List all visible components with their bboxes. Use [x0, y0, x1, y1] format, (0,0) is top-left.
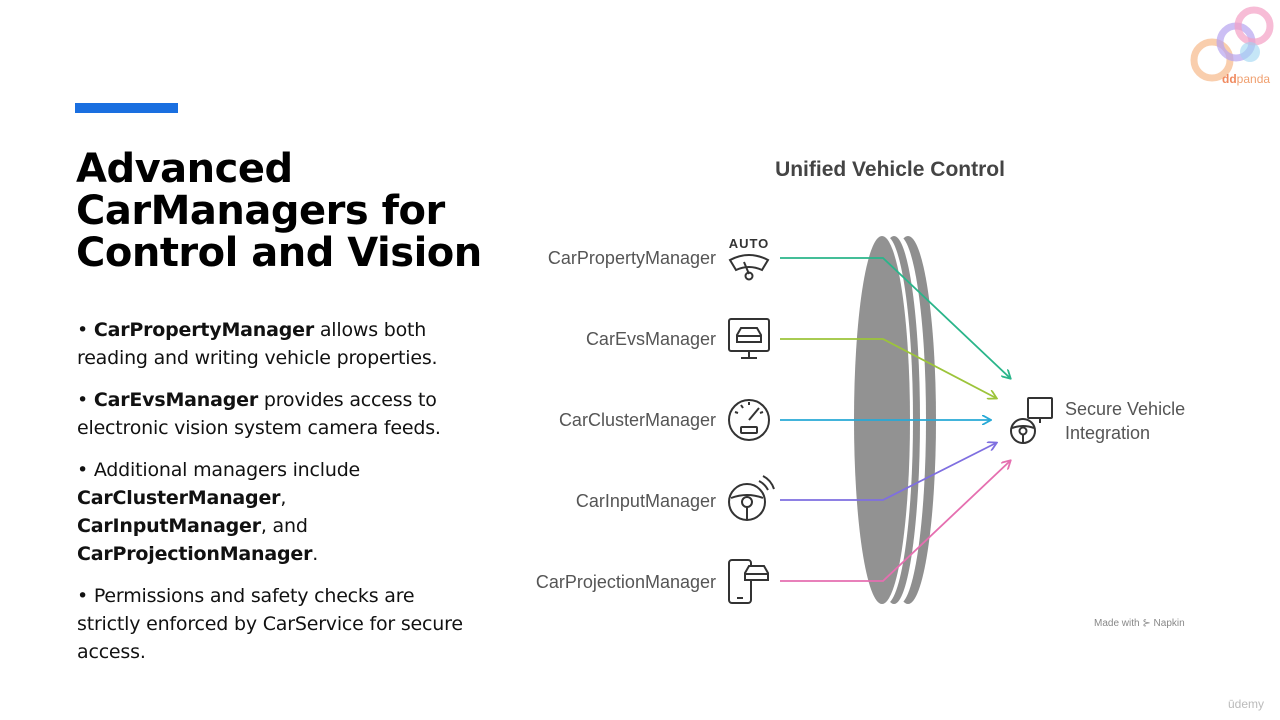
bullet-text: ,	[280, 487, 287, 509]
bullet-bold-term: CarProjectionManager	[77, 543, 313, 565]
wiper-auto-text: AUTO	[729, 236, 770, 251]
monitor-car-icon	[728, 318, 770, 359]
steering-monitor-icon	[1010, 397, 1053, 444]
logo-word: panda	[1236, 72, 1271, 86]
speedometer-icon	[728, 399, 770, 441]
lens-shape	[854, 236, 936, 604]
manager-label-input: CarInputManager	[575, 491, 716, 511]
napkin-text: Napkin	[1153, 618, 1185, 629]
bullet-text: •	[77, 319, 94, 341]
manager-label-projection: CarProjectionManager	[535, 572, 716, 592]
logo-prefix: dd	[1222, 72, 1237, 86]
target-label: Secure Vehicle Integration	[1065, 399, 1186, 443]
connector-property	[780, 257, 1010, 378]
bullet-item: • Permissions and safety checks are stri…	[77, 582, 477, 666]
bullet-list: • CarPropertyManager allows both reading…	[77, 316, 477, 680]
diagram-title: Unified Vehicle Control	[775, 158, 1005, 181]
bullet-bold-term: CarInputManager	[77, 515, 261, 537]
bullet-item: • CarEvsManager provides access to elect…	[77, 386, 477, 442]
bullet-bold-term: CarEvsManager	[93, 389, 259, 411]
bullet-item: • CarPropertyManager allows both reading…	[77, 316, 477, 372]
udemy-watermark: ūdemy	[1228, 697, 1265, 711]
bullet-text: , and	[260, 515, 308, 537]
bullet-item: • Additional managers include CarCluster…	[77, 456, 477, 568]
ddpanda-logo-icon	[1190, 6, 1274, 82]
bullet-text: •	[77, 389, 94, 411]
slide-title: Advanced CarManagers for Control and Vis…	[76, 146, 482, 276]
logo-text: ddpanda	[1222, 72, 1270, 86]
connector-evs	[780, 338, 996, 398]
napkin-icon: ⊱	[1142, 618, 1151, 629]
made-with-text: Made with	[1094, 618, 1140, 629]
wiper-auto-icon: AUTO	[728, 236, 770, 281]
manager-label-property: CarPropertyManager	[547, 248, 716, 268]
bullet-text: • Permissions and safety checks are stri…	[77, 585, 463, 663]
phone-car-icon	[728, 559, 769, 604]
bullet-text: allows both reading and writing vehicle …	[77, 319, 438, 369]
accent-bar	[75, 103, 178, 113]
steering-wheel-signal-icon	[728, 475, 775, 521]
connector-input	[780, 443, 996, 501]
made-with-napkin: Made with ⊱ Napkin	[1094, 618, 1185, 629]
manager-label-cluster: CarClusterManager	[558, 410, 716, 430]
bullet-text: provides access to electronic vision sys…	[77, 389, 441, 439]
manager-label-evs: CarEvsManager	[585, 329, 716, 349]
bullet-text: .	[312, 543, 319, 565]
bullet-text: • Additional managers include	[77, 459, 361, 481]
connector-projection	[780, 461, 1010, 582]
bullet-bold-term: CarClusterManager	[77, 487, 281, 509]
bullet-bold-term: CarPropertyManager	[93, 319, 315, 341]
